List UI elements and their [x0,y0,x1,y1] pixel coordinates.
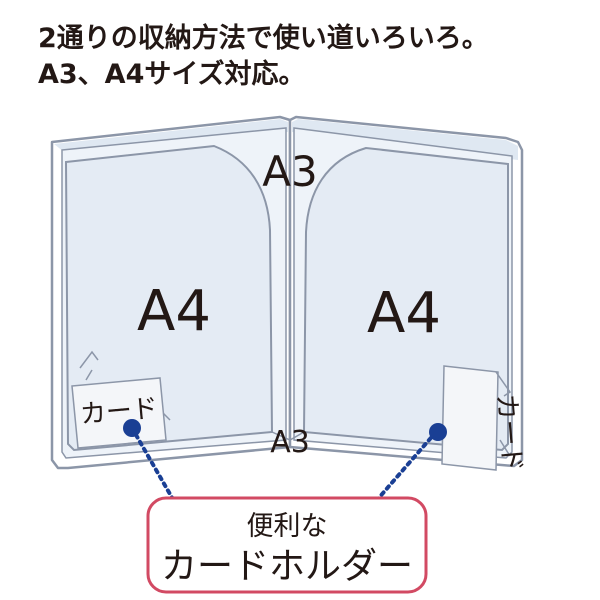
card-left [71,377,167,449]
headline-line-2: A3、A4サイズ対応。 [38,59,306,90]
card-left-label: カード [79,394,159,431]
a3-label-top: A3 [262,147,317,196]
callout-leader-right [368,430,438,510]
callout-line-2: カードホルダー [161,546,413,587]
callout-box [146,496,428,594]
a4-label-left: A4 [137,279,211,344]
headline-line-1: 2通りの収納方法で使い道いろいろ。 [38,23,489,54]
card-holder-right-clip [495,371,512,457]
card-holder-right: カード [441,365,527,473]
bottom-pocket-edge [271,431,305,441]
card-holder-left: カード [71,350,171,449]
folder-top-band-left [54,119,288,152]
callout-dot-right [429,423,447,441]
a4-label-right: A4 [367,281,441,346]
card-right [441,365,499,471]
a3-label-middle: A3 [270,425,310,460]
card-right-label: カード [490,393,527,473]
callout-line-1: 便利な [247,511,328,542]
callout-dot-left [123,419,141,437]
